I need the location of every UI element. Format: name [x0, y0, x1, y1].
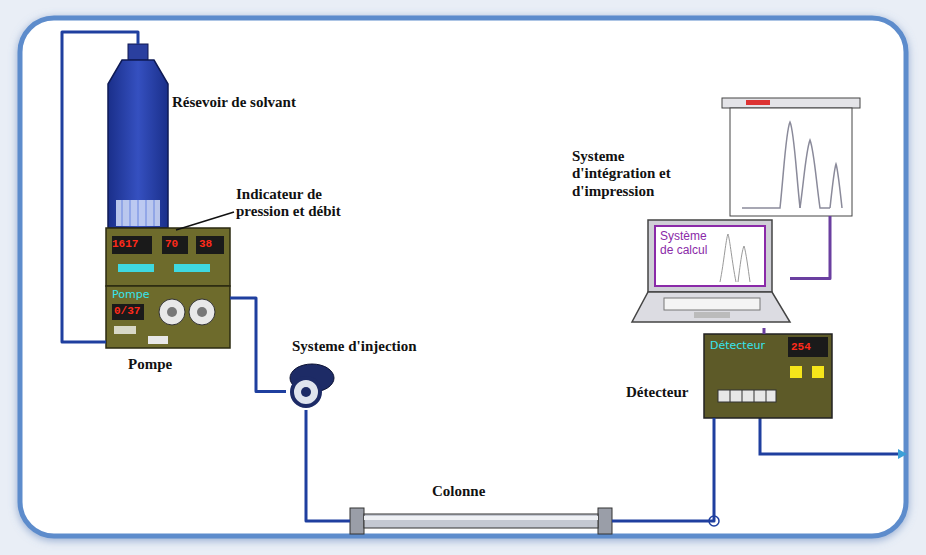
column-label: Colonne [432, 483, 485, 500]
tubing-connector [230, 298, 286, 392]
printer: Systeme d'intégration et d'impression [722, 98, 860, 216]
injector-label: Systeme d'injection [292, 338, 417, 355]
display-value: 38 [199, 238, 212, 251]
display-value: 254 [791, 341, 811, 354]
detector: Détecteur254Détecteur [704, 334, 832, 418]
tubing-connector [306, 410, 350, 521]
computer: Système de calcul [640, 218, 790, 328]
tubing-connector [612, 418, 714, 521]
indicator-label: Indicateur de pression et débit [236, 186, 376, 221]
screen-text: Système de calcul [660, 230, 718, 258]
solvent-reservoir: Résevoir de solvant [108, 44, 168, 228]
detector-label: Détecteur [626, 384, 688, 401]
screen-text: Détecteur [710, 340, 765, 353]
indicator-panel: Indicateur de pression et débit16177038 [106, 228, 230, 286]
display-value: 1617 [112, 238, 138, 251]
pump-label: Pompe [128, 356, 172, 373]
column: Colonne [350, 508, 612, 534]
injection-valve: Systeme d'injection [286, 364, 334, 410]
tubing-connector [764, 328, 765, 334]
reservoir-label: Résevoir de solvant [172, 94, 296, 111]
printer-label: Systeme d'intégration et d'impression [572, 148, 692, 200]
pump-panel: Pompe0/37Pompe [106, 286, 230, 348]
display-value: 70 [165, 238, 178, 251]
display-value: 0/37 [114, 305, 140, 318]
screen-text: Pompe [112, 289, 149, 302]
tubing-connector [790, 216, 830, 279]
